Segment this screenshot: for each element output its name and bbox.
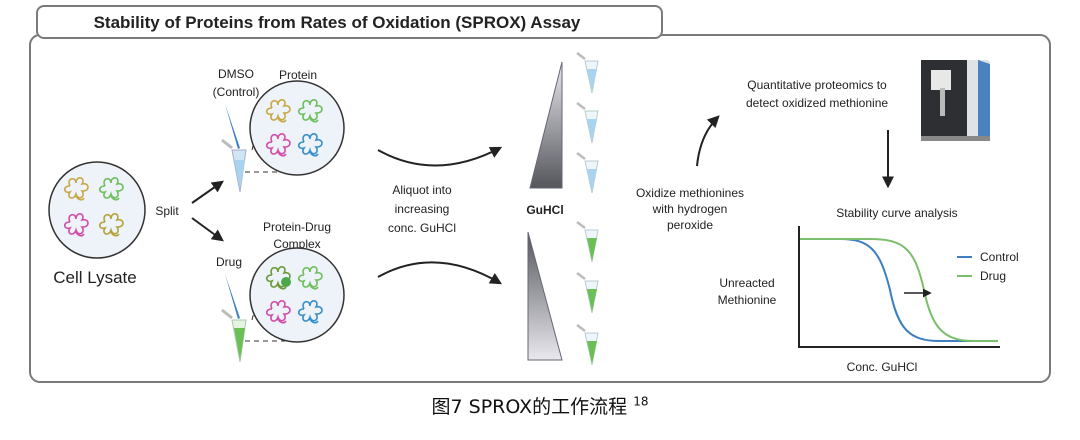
y-axis-label-2: Methionine [718,293,777,307]
split-arrow-up-icon [191,180,224,204]
tube-icon [576,102,599,144]
tube-icon [576,52,599,94]
oxidize-label-2: with hydrogen [652,202,728,216]
complex-label-2: Complex [273,237,320,251]
dmso-label: DMSO [218,67,254,81]
gradient-triangle-top-icon [529,61,563,189]
gradient-triangle-bottom-icon [527,231,563,361]
stability-title: Stability curve analysis [836,206,957,220]
tube-icon [576,152,599,194]
pipette-tube-drug-icon [221,274,285,363]
legend-drug-label: Drug [980,269,1006,283]
protein-circle-icon [249,80,345,176]
protein-drug-circle-icon [249,247,345,343]
caption-text: 图7 SPROX的工作流程 [431,396,628,418]
tube-icon [576,221,599,263]
tube-column-icon [576,52,599,366]
chart-axes [798,226,1000,348]
split-arrow-down-icon [191,217,224,242]
dmso-control-label: (Control) [213,85,260,99]
caption-reference: 18 [633,394,649,409]
aliquot-arrow-bottom-icon [377,261,503,285]
split-label: Split [155,204,179,218]
protein-label: Protein [279,68,317,82]
aliquot-arrow-top-icon [377,146,503,167]
mass-spectrometer-icon [921,60,990,141]
aliquot-label-3: conc. GuHCl [388,221,456,235]
oxidize-arrow-icon [696,115,720,167]
title-tab [36,5,663,39]
cell-lysate-label: Cell Lysate [53,268,136,287]
x-axis-label: Conc. GuHCl [847,360,918,374]
figure-caption: 图7 SPROX的工作流程 18 [0,392,1080,419]
y-axis-label-1: Unreacted [719,276,774,290]
aliquot-label-2: increasing [395,202,450,216]
sprox-diagram: Stability of Proteins from Rates of Oxid… [29,5,1051,383]
guhcl-label: GuHCl [526,203,563,217]
oxidize-label-3: peroxide [667,218,713,232]
cell-lysate-circle-icon [48,161,146,259]
drug-label: Drug [216,255,242,269]
proteomics-label-2: detect oxidized methionine [746,96,888,110]
oxidize-label-1: Oxidize methionines [636,186,744,200]
proteomics-label-1: Quantitative proteomics to [747,78,887,92]
diagram-title: Stability of Proteins from Rates of Oxid… [94,13,581,32]
legend-control-label: Control [980,250,1019,264]
tube-icon [576,324,599,366]
tube-icon [576,272,599,314]
complex-label-1: Protein-Drug [263,220,331,234]
aliquot-label-1: Aliquot into [392,183,452,197]
stability-curve-chart: Control Drug Unreacted Methionine Conc. … [718,226,1019,374]
control-curve [800,238,998,342]
